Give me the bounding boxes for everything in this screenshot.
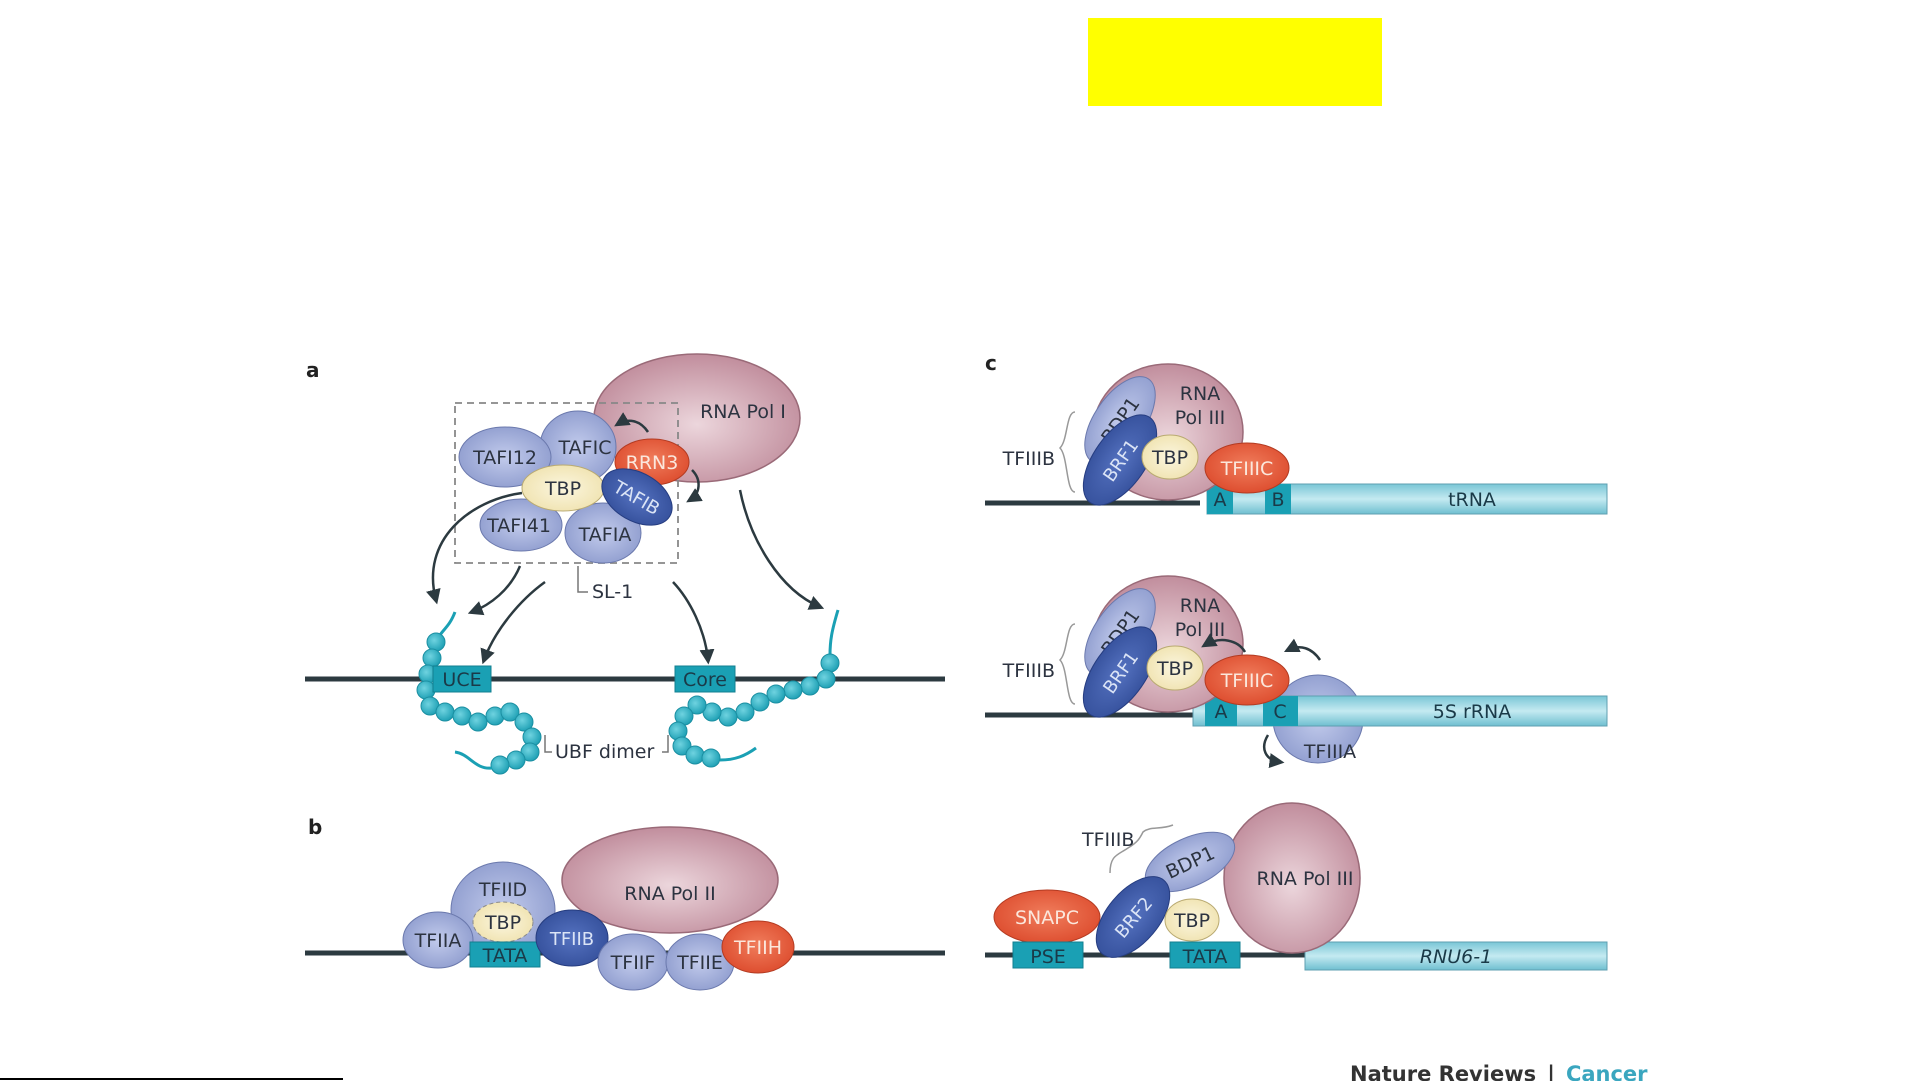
svg-text:TAFIA: TAFIA	[578, 524, 632, 546]
tafi12	[458, 426, 552, 488]
rna-pol-i-label: RNA Pol I	[700, 401, 786, 423]
svg-text:RNA: RNA	[1180, 595, 1220, 617]
svg-text:TFIIIC: TFIIIC	[1220, 458, 1274, 480]
panel-c-label: c	[985, 351, 997, 375]
svg-text:TBP: TBP	[1156, 658, 1193, 680]
row-5s-rrna: A C 5S rRNA TFIIIA RNA Pol III BDP1 BRF1…	[985, 575, 1608, 769]
journal-section: Cancer	[1566, 1062, 1648, 1081]
panel-b-label: b	[308, 815, 322, 839]
tfiiic	[1204, 442, 1290, 494]
svg-text:TFIIE: TFIIE	[676, 952, 723, 974]
row-5s-arrows	[1201, 633, 1322, 769]
tfiib	[535, 909, 609, 967]
tata-element-panel-b: TATA	[469, 941, 541, 968]
tbp-rnu6	[1164, 898, 1220, 942]
svg-text:Core: Core	[683, 669, 727, 691]
svg-text:TFIIIC: TFIIIC	[1220, 670, 1274, 692]
brf2: BRF2	[1095, 876, 1171, 958]
tafib: TAFIB	[601, 468, 673, 526]
svg-text:TATA: TATA	[1182, 946, 1228, 968]
svg-text:TFIID: TFIID	[478, 879, 527, 901]
uce-element: UCE	[432, 665, 492, 693]
svg-text:TFIIH: TFIIH	[733, 937, 782, 959]
rnu6-1-gene-label: RNU6-1	[1420, 946, 1492, 968]
svg-text:A: A	[1215, 701, 1228, 723]
svg-text:TAFI41: TAFI41	[486, 515, 551, 537]
tfiia	[402, 911, 474, 969]
tata-element-panel-c: TATA	[1169, 941, 1241, 969]
tfiiib-label: TFIIIB	[1002, 660, 1055, 682]
tfiiib-label: TFIIIB	[1002, 448, 1055, 470]
svg-text:TBP: TBP	[1151, 447, 1188, 469]
svg-text:RNA Pol III: RNA Pol III	[1257, 868, 1354, 890]
svg-text:TAFIC: TAFIC	[558, 437, 612, 459]
svg-text:RRN3: RRN3	[626, 452, 679, 474]
footer-separator: |	[1547, 1062, 1555, 1081]
tfiiib-brace	[1058, 623, 1076, 705]
tbp-panel-b	[472, 901, 534, 943]
svg-text:UCE: UCE	[442, 669, 481, 691]
brf1: BRF1	[1082, 414, 1158, 506]
svg-text:TFIIB: TFIIB	[549, 929, 594, 950]
row-trna: A B tRNA RNA Pol III BDP1 BRF1 TBP TFIII…	[985, 363, 1608, 515]
tafia	[564, 502, 642, 564]
svg-text:C: C	[1273, 701, 1286, 723]
svg-text:A: A	[1214, 489, 1227, 511]
svg-text:TFIIF: TFIIF	[610, 952, 656, 974]
svg-text:TATA: TATA	[482, 945, 528, 967]
trna-gene-label: tRNA	[1448, 489, 1496, 511]
core-element: Core	[674, 665, 736, 693]
rnu6-1-gene-box	[1304, 941, 1608, 971]
svg-text:TFIIA: TFIIA	[414, 930, 462, 952]
svg-text:PSE: PSE	[1030, 946, 1066, 968]
pse-element: PSE	[1012, 941, 1084, 969]
bdp1: BDP1	[1144, 831, 1236, 893]
bottom-rule-line	[0, 1078, 343, 1080]
tafi41	[479, 498, 563, 552]
yellow-highlight-box	[1088, 18, 1382, 106]
brf1: BRF1	[1082, 626, 1158, 718]
tfiiib-label: TFIIIB	[1081, 829, 1134, 851]
svg-text:TBP: TBP	[1173, 910, 1210, 932]
tbp-5s	[1146, 645, 1204, 691]
svg-text:RNA: RNA	[1180, 383, 1220, 405]
svg-text:B: B	[1271, 489, 1284, 511]
panel-a-arrows	[426, 412, 825, 665]
tfiih	[721, 920, 795, 974]
rna-pol-iii	[1223, 802, 1361, 954]
sl1-label: SL-1	[592, 581, 633, 603]
ubf-dimer-right	[668, 609, 840, 768]
svg-text:TBP: TBP	[484, 912, 521, 934]
journal-name: Nature Reviews	[1350, 1062, 1536, 1081]
svg-text:TBP: TBP	[544, 478, 581, 500]
rna-pol-ii	[561, 826, 779, 934]
panel-a-label: a	[306, 358, 320, 382]
svg-text:Pol III: Pol III	[1175, 619, 1226, 641]
svg-text:SNAPC: SNAPC	[1015, 907, 1079, 929]
svg-text:Pol III: Pol III	[1175, 407, 1226, 429]
tfiiib-brace	[1058, 411, 1076, 493]
rna-pol-ii-label: RNA Pol II	[624, 883, 715, 905]
tbp-trna	[1141, 434, 1199, 480]
journal-footer: Nature Reviews | Cancer	[1350, 1062, 1648, 1081]
tfiiib-brace	[1109, 824, 1174, 874]
svg-text:TFIIIA: TFIIIA	[1303, 741, 1356, 763]
ubf-dimer-label: UBF dimer	[555, 741, 654, 763]
sl1-complex-box	[454, 402, 679, 564]
tfiiic	[1204, 654, 1290, 706]
ubf-dimer-left	[416, 611, 542, 775]
5s-rrna-gene-label: 5S rRNA	[1433, 701, 1511, 723]
row-rnu6-1: RNU6-1 RNA Pol III SNAPC PSE BDP1 BRF2 T…	[985, 802, 1608, 971]
svg-text:TAFI12: TAFI12	[472, 447, 537, 469]
